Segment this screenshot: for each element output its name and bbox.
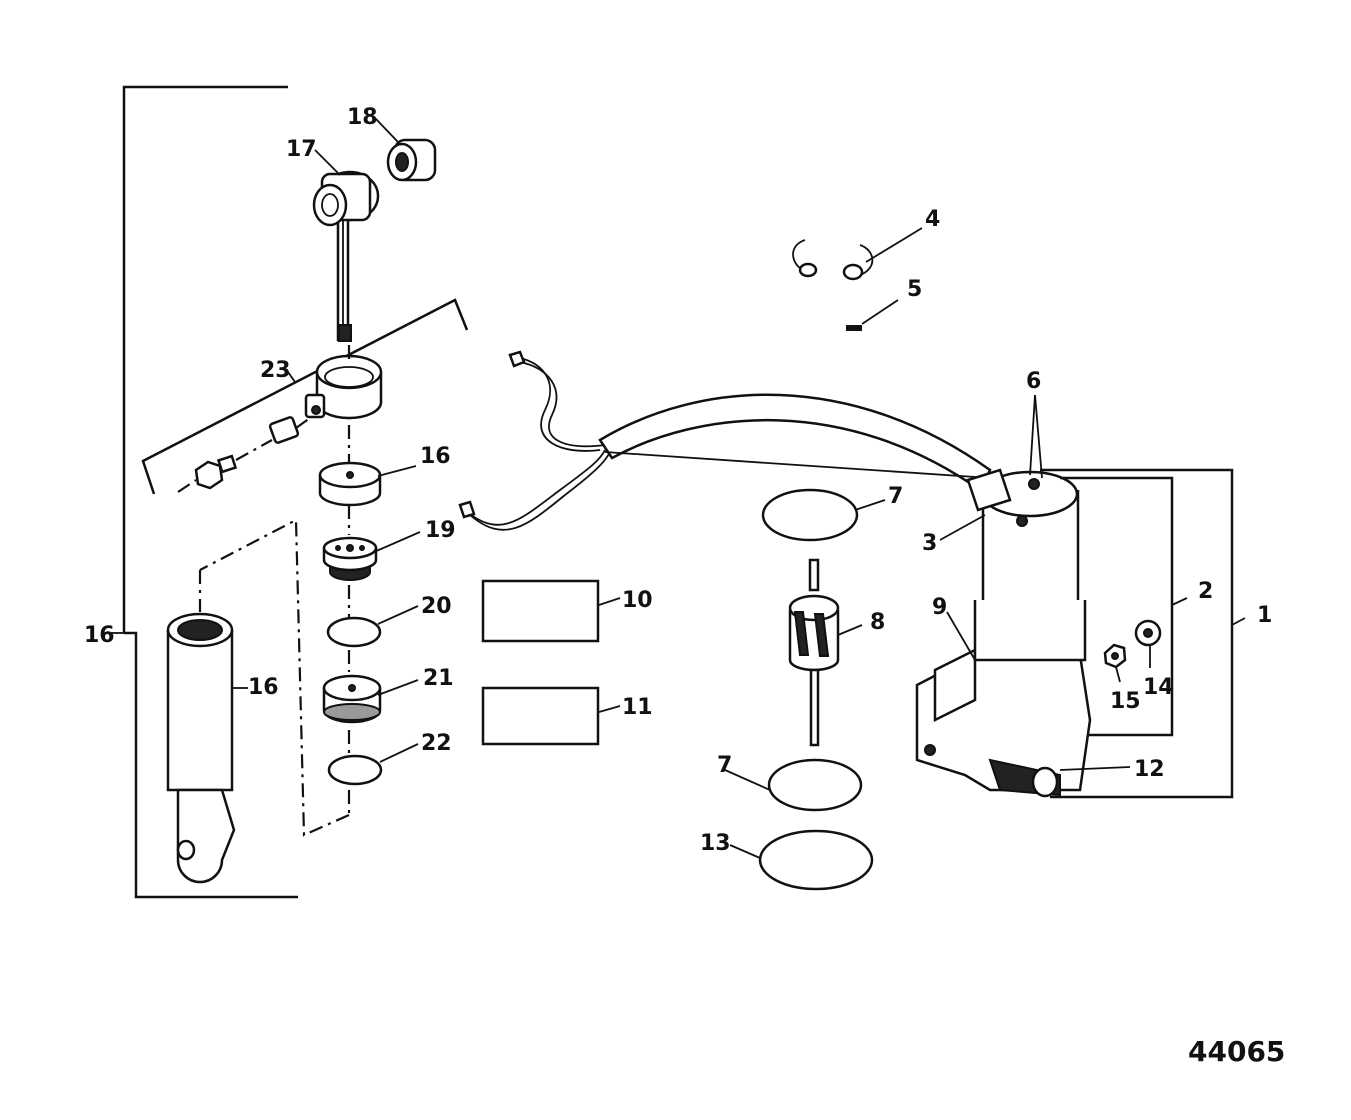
callout-16-group: 16 [84, 623, 115, 648]
part-8-armature [788, 558, 840, 747]
part-4-brush-clips [792, 239, 874, 281]
part-18-bushing [386, 138, 437, 182]
callout-7-upper: 7 [888, 484, 903, 509]
callout-13: 13 [700, 831, 731, 856]
group-bracket-23 [141, 298, 469, 495]
callout-4: 4 [925, 207, 940, 232]
callout-23: 23 [260, 358, 291, 383]
callout-6: 6 [1026, 369, 1041, 394]
callout-8: 8 [870, 610, 885, 635]
callout-11: 11 [622, 695, 653, 720]
callout-17: 17 [286, 137, 317, 162]
bracket-2 [1060, 476, 1174, 737]
part-17-shaft-pin [312, 170, 380, 342]
callout-3: 3 [922, 531, 937, 556]
part-7-o-ring-lower [767, 758, 863, 812]
part-13-o-ring [758, 829, 874, 891]
callout-16-disc: 16 [420, 444, 451, 469]
callout-labels: 1 2 3 4 5 6 7 7 8 9 10 11 12 13 14 15 16… [84, 105, 1272, 856]
part-21-piston [322, 674, 382, 724]
callout-21: 21 [423, 666, 454, 691]
callout-20: 20 [421, 594, 452, 619]
part-22-o-ring [327, 754, 383, 786]
part-16-disc [318, 461, 382, 507]
wiring-harness [458, 350, 992, 531]
callout-9: 9 [932, 595, 947, 620]
part-7-o-ring-upper [761, 488, 859, 542]
callout-5: 5 [907, 277, 922, 302]
leader-lines [232, 117, 1246, 859]
callout-7-lower: 7 [717, 753, 732, 778]
part-15-nut [1103, 643, 1127, 669]
motor-assembly [915, 468, 1092, 798]
part-10-decal [481, 579, 600, 643]
callout-15: 15 [1110, 689, 1141, 714]
callout-14: 14 [1143, 675, 1174, 700]
callout-1: 1 [1257, 603, 1272, 628]
bracket-1 [1040, 468, 1234, 799]
group-bracket-16 [110, 85, 298, 899]
part-23-clamp [177, 354, 383, 493]
figure-number: 44065 [1188, 1035, 1285, 1068]
callout-12: 12 [1134, 757, 1165, 782]
callout-16-cylinder: 16 [248, 675, 279, 700]
part-19-piston [322, 536, 378, 581]
callout-10: 10 [622, 588, 653, 613]
callout-18: 18 [347, 105, 378, 130]
callout-22: 22 [421, 731, 452, 756]
part-16-cylinder [166, 612, 236, 884]
part-11-decal [481, 686, 600, 746]
part-14-screw [1134, 619, 1162, 647]
part-20-o-ring [326, 616, 382, 648]
callout-19: 19 [425, 518, 456, 543]
callout-2: 2 [1198, 579, 1213, 604]
